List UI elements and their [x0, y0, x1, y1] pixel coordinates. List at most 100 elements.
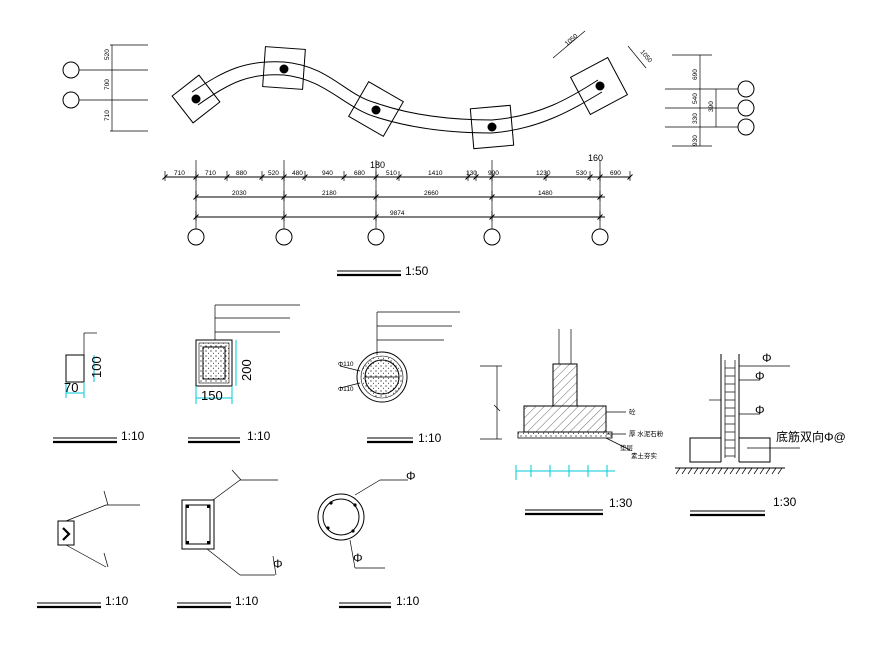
svg-text:素土夯实: 素土夯实	[631, 451, 658, 460]
detail-5-wall-footing: Φ Φ Φ 底筋双向Φ@ 1:30	[675, 351, 846, 517]
svg-text:70: 70	[64, 380, 78, 395]
svg-text:2030: 2030	[232, 190, 247, 197]
svg-text:690: 690	[610, 170, 621, 177]
ground-hatch	[711, 467, 717, 475]
post-3	[371, 105, 381, 115]
ground-hatch	[705, 467, 711, 475]
ground-hatch	[759, 467, 765, 475]
detail-3-scale: 1:10	[418, 431, 442, 445]
ground-hatch	[681, 467, 687, 475]
ground-hatch	[729, 467, 735, 475]
svg-text:690: 690	[692, 69, 699, 80]
curved-beam-bottom	[197, 74, 603, 134]
svg-text:990: 990	[488, 170, 499, 177]
svg-text:940: 940	[322, 170, 333, 177]
svg-text:Φ: Φ	[353, 551, 363, 565]
dim-texts-row-1: 710 710 880 520 480 940 680 510 1410 130…	[174, 170, 621, 177]
detail-8-round-rebar: Φ Φ 1:10	[317, 469, 420, 609]
ground-hatch	[699, 467, 705, 475]
post-4	[487, 122, 497, 132]
svg-text:710: 710	[205, 170, 216, 177]
grid-bubble-bottom-1	[187, 228, 205, 246]
detail-6-scale: 1:10	[105, 594, 129, 608]
svg-text:130: 130	[466, 170, 477, 177]
post-2	[279, 64, 289, 74]
ground-hatch	[765, 467, 771, 475]
svg-text:710: 710	[174, 170, 185, 177]
grid-bubble-right-2	[737, 99, 755, 117]
grid-bubble-bottom-4	[483, 228, 501, 246]
svg-text:Φ: Φ	[755, 403, 765, 417]
svg-text:530: 530	[576, 170, 587, 177]
svg-text:1480: 1480	[538, 190, 553, 197]
pad-dim-2: 1050	[638, 49, 653, 65]
left-dim-1: 520	[104, 49, 111, 60]
dim-texts-row-2: 2030 2180 2660 1480	[232, 190, 553, 197]
ground-hatch	[675, 467, 681, 475]
ground-hatch	[747, 467, 753, 475]
svg-text:底筋双向Φ@: 底筋双向Φ@	[776, 429, 846, 444]
detail-7-rect-rebar: Φ 1:10	[177, 469, 283, 609]
svg-text:Φ110: Φ110	[338, 361, 354, 368]
grid-bubble-right-1	[737, 80, 755, 98]
svg-text:垫层: 垫层	[620, 443, 634, 452]
pad-3	[347, 80, 405, 138]
svg-text:2180: 2180	[322, 190, 337, 197]
right-vertical-dims: 690 540 390 330 930	[692, 69, 715, 146]
svg-text:880: 880	[236, 170, 247, 177]
left-dim-3: 710	[104, 110, 111, 121]
svg-text:200: 200	[239, 359, 254, 381]
ground-hatch	[735, 467, 741, 475]
detail-4-scale: 1:30	[609, 496, 633, 510]
grid-bubble-left-1	[62, 61, 80, 79]
detail-3-round-post: Φ110 Φ110 1:10	[338, 311, 460, 445]
svg-text:150: 150	[201, 388, 223, 403]
svg-text:100: 100	[89, 356, 104, 378]
detail-7-scale: 1:10	[235, 594, 259, 608]
pad-5	[569, 56, 629, 116]
svg-text:2660: 2660	[424, 190, 439, 197]
detail-5-stirrups	[725, 367, 735, 457]
grid-bubble-right-3	[737, 118, 755, 136]
ground-hatch	[717, 467, 723, 475]
svg-text:480: 480	[292, 170, 303, 177]
post-5	[595, 81, 605, 91]
svg-text:Φ: Φ	[762, 351, 772, 365]
svg-text:1410: 1410	[428, 170, 443, 177]
detail-5-scale: 1:30	[773, 495, 797, 509]
grid-bubble-bottom-3	[367, 228, 385, 246]
detail-4-footing-section: 砼 厚 水泥石粉 垫层 素土夯实 1:30	[480, 329, 664, 516]
svg-text:510: 510	[386, 170, 397, 177]
svg-text:540: 540	[692, 93, 699, 104]
svg-text:砼: 砼	[629, 407, 636, 416]
svg-text:Φ: Φ	[755, 369, 765, 383]
ground-hatch	[687, 467, 693, 475]
curved-beam-top	[191, 61, 599, 121]
ground-hatch	[723, 467, 729, 475]
above-label-1: 180	[370, 160, 385, 170]
left-vertical-dims: 520 700 710	[104, 49, 111, 121]
svg-text:930: 930	[692, 135, 699, 146]
ground-hatch	[753, 467, 759, 475]
detail-8-scale: 1:10	[396, 594, 420, 608]
plan-view: 520 700 710 1050 1050	[62, 30, 755, 278]
dim-ticks-row-1	[162, 171, 633, 181]
svg-text:330: 330	[692, 113, 699, 124]
ground-hatch	[777, 467, 783, 475]
plan-scale: 1:50	[405, 264, 429, 278]
pad-dim-1: 1050	[564, 33, 580, 48]
svg-text:Φ: Φ	[406, 469, 416, 483]
above-label-2: 160	[588, 153, 603, 163]
detail-5-ground-hatch	[675, 467, 783, 475]
post-1	[191, 94, 201, 104]
grid-bubble-bottom-5	[591, 228, 609, 246]
left-dim-2: 700	[104, 79, 111, 90]
detail-2-rect-post: 200 150 1:10	[188, 304, 300, 444]
ground-hatch	[741, 467, 747, 475]
detail-1-scale: 1:10	[121, 429, 145, 443]
svg-text:680: 680	[354, 170, 365, 177]
svg-text:Φ110: Φ110	[338, 386, 354, 393]
svg-text:1230: 1230	[536, 170, 551, 177]
grid-bubble-left-2	[62, 91, 80, 109]
